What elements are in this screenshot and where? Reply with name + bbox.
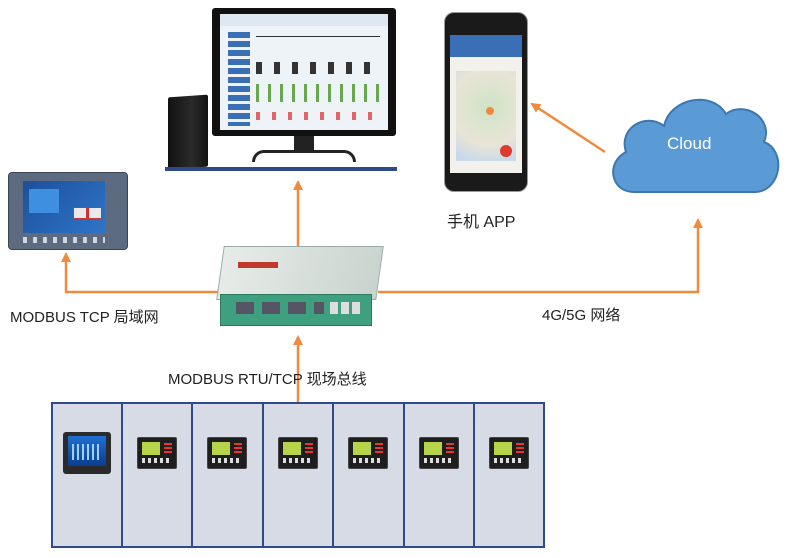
hmi-panel-icon	[8, 172, 128, 250]
smartphone-icon	[444, 12, 528, 192]
desktop-monitor-icon	[212, 8, 396, 176]
tower-pc-icon	[168, 94, 208, 170]
genset-controller-icon	[137, 437, 177, 469]
arrow-gateway-to-cloud	[378, 218, 703, 294]
fieldbus-label: MODBUS RTU/TCP 现场总线	[168, 371, 367, 388]
cloud-icon	[612, 98, 780, 193]
gateway-device-icon	[216, 246, 384, 326]
genset-controller-icon	[419, 437, 459, 469]
arrow-gateway-to-hmi	[61, 252, 220, 294]
genset-controller-icon	[278, 437, 318, 469]
cabinet-bay-2	[121, 402, 193, 548]
genset-controller-icon	[207, 437, 247, 469]
cabinet-bay-7	[473, 402, 545, 548]
cabinet-bay-6	[403, 402, 475, 548]
wan-label: 4G/5G 网络	[542, 307, 621, 324]
lan-label: MODBUS TCP 局域网	[10, 309, 159, 326]
genset-controller-icon	[348, 437, 388, 469]
phone-app-label: 手机 APP	[447, 214, 516, 231]
genset-controller-icon	[489, 437, 529, 469]
cabinet-bay-5	[332, 402, 405, 548]
arrow-cloud-to-phone	[530, 102, 606, 154]
cabinet-bay-1	[51, 402, 123, 548]
cabinet-bay-4	[262, 402, 334, 548]
power-meter-icon	[63, 432, 111, 474]
monitor-shelf	[165, 167, 397, 171]
cloud-label: Cloud	[667, 134, 712, 153]
cabinet-bay-3	[191, 402, 264, 548]
